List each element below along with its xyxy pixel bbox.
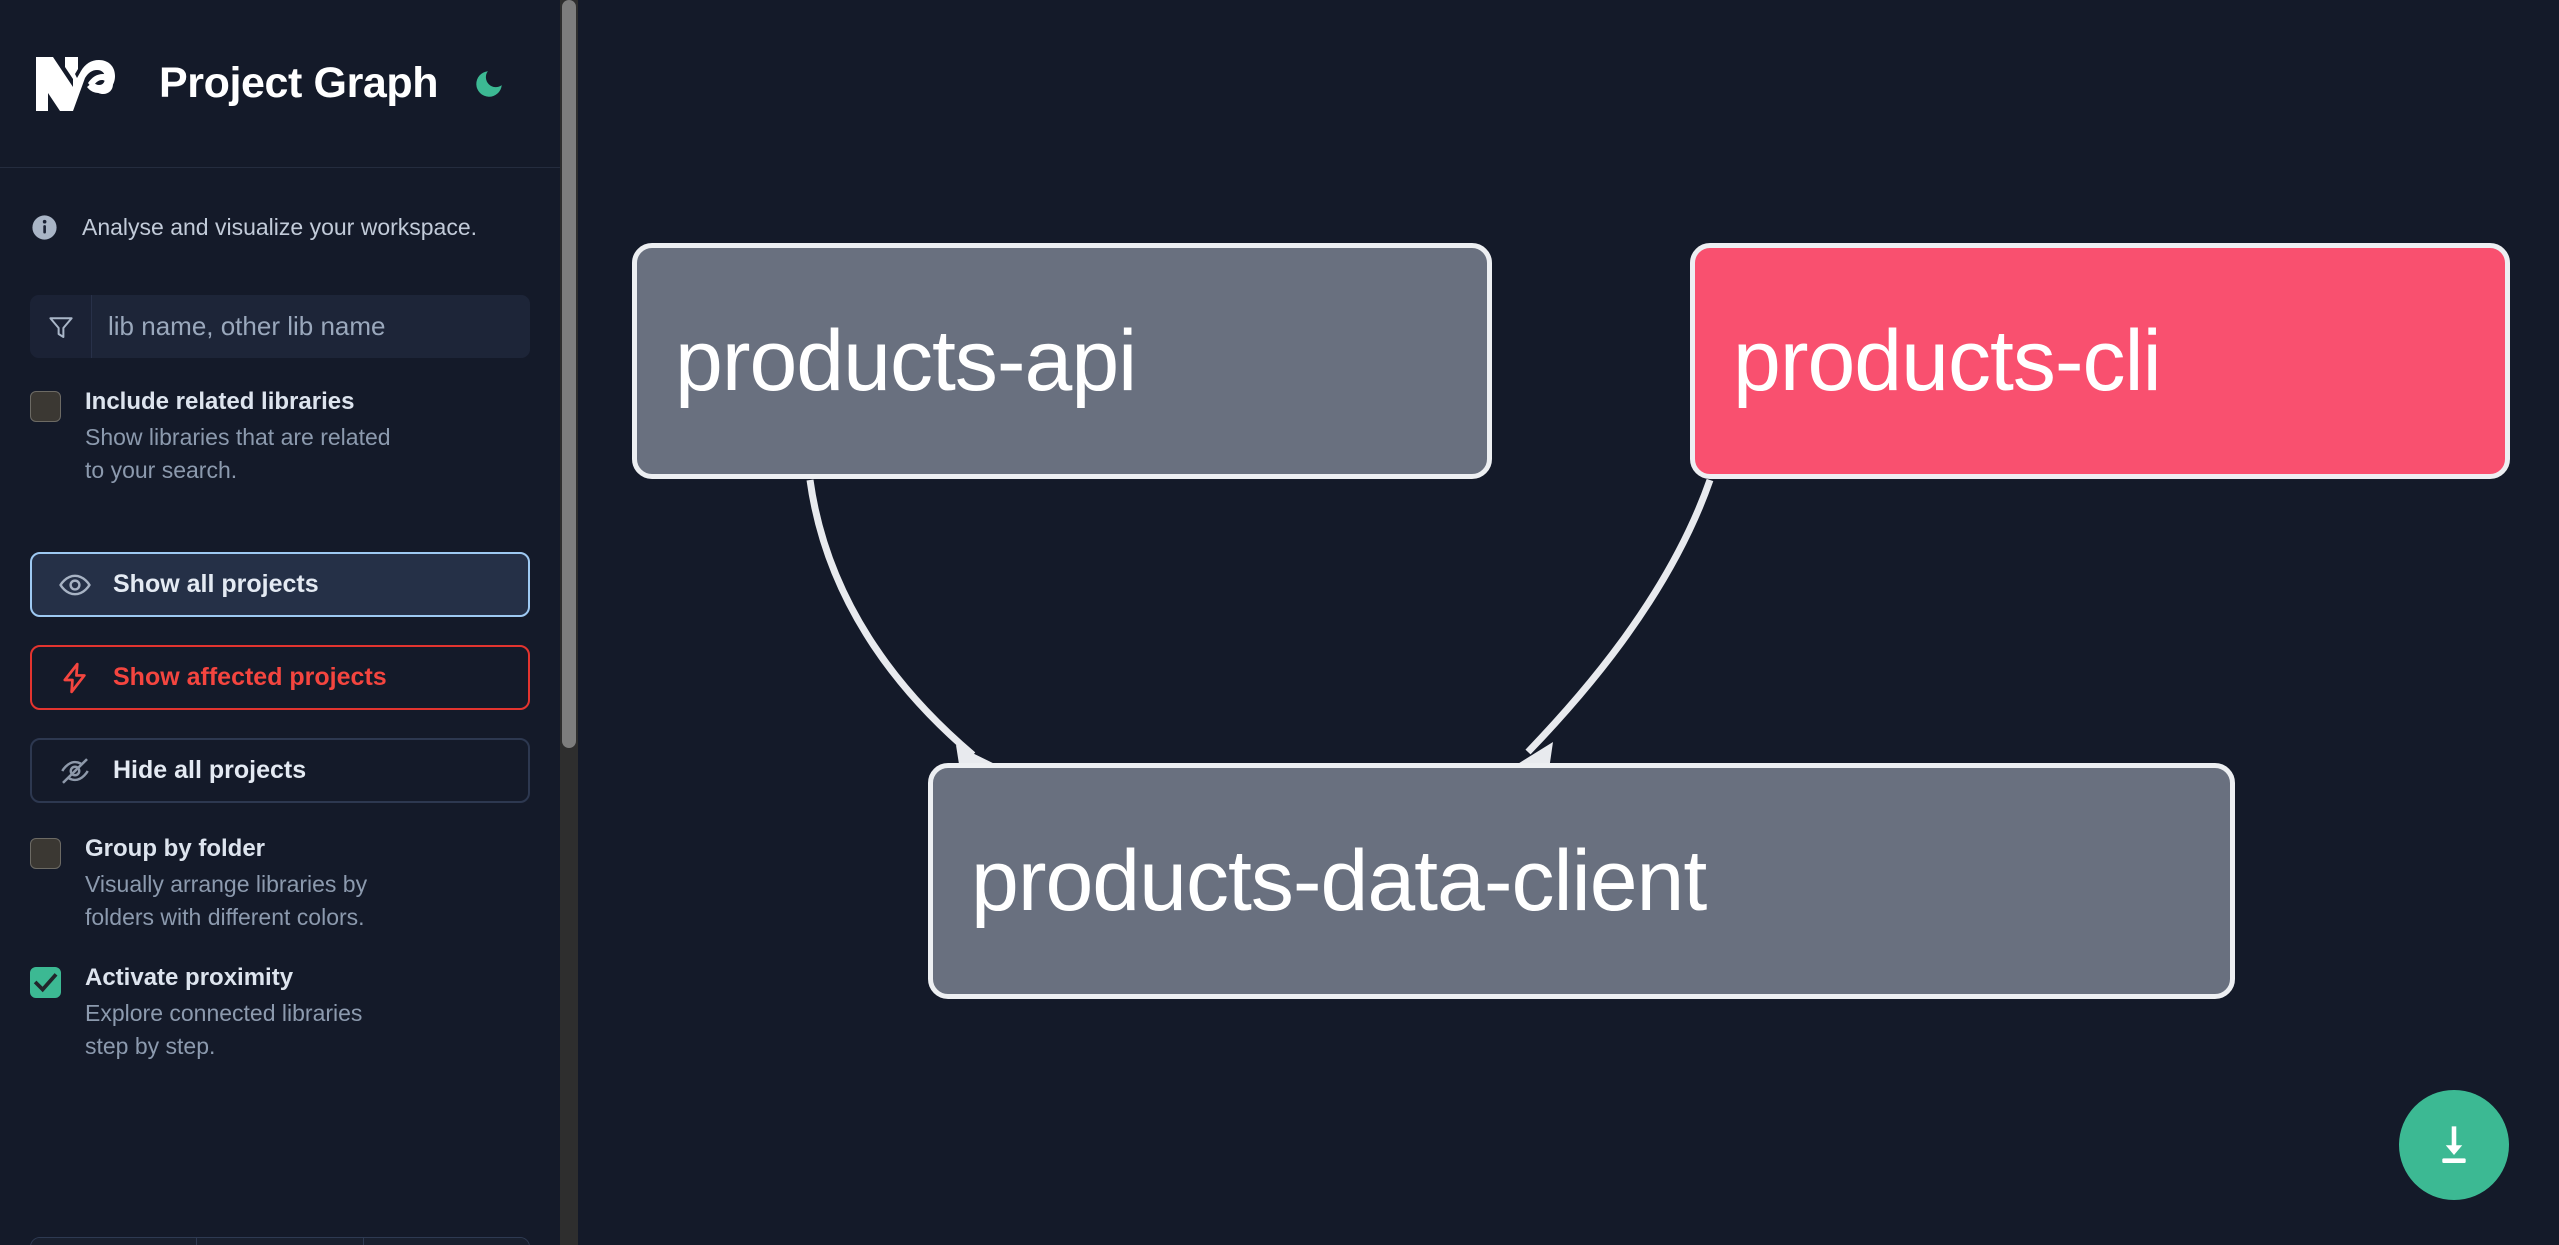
- hide-all-projects-button[interactable]: Hide all projects: [30, 738, 530, 803]
- sidebar: Project Graph Analyse and visualize your…: [0, 0, 578, 1245]
- show-affected-projects-button[interactable]: Show affected projects: [30, 645, 530, 710]
- checkbox-row-activate-proximity[interactable]: Activate proximity Explore connected lib…: [0, 962, 560, 1063]
- nx-logo-icon: [36, 56, 115, 111]
- activate-proximity-description: Explore connected libraries step by step…: [85, 1000, 363, 1059]
- eye-icon: [58, 568, 96, 602]
- graph-edges: [806, 478, 1714, 790]
- group-by-folder-description: Visually arrange libraries by folders wi…: [85, 871, 368, 930]
- edge-products-cli-to-products-data-client: [1525, 478, 1714, 755]
- download-graph-button[interactable]: [2399, 1090, 2509, 1200]
- page-title: Project Graph: [159, 59, 439, 107]
- filter-bar: [30, 295, 530, 358]
- show-affected-projects-label: Show affected projects: [113, 663, 387, 691]
- proximity-step-option-2[interactable]: [197, 1238, 364, 1245]
- edge-products-api-to-products-data-client: [806, 479, 976, 758]
- activate-proximity-label: Activate proximity: [85, 964, 294, 991]
- sidebar-header: Project Graph: [0, 0, 560, 168]
- activate-proximity-checkbox[interactable]: [30, 967, 61, 998]
- include-related-libraries-description: Show libraries that are related to your …: [85, 424, 391, 483]
- graph-node-products-cli[interactable]: products-cli: [1690, 243, 2510, 479]
- graph-canvas[interactable]: products-api products-cli products-data-…: [578, 0, 2559, 1245]
- sidebar-scrollbar-track[interactable]: [560, 0, 578, 1245]
- checkbox-row-include-related-libraries[interactable]: Include related libraries Show libraries…: [0, 386, 560, 487]
- tagline-text: Analyse and visualize your workspace.: [82, 213, 478, 240]
- funnel-icon[interactable]: [30, 295, 92, 358]
- graph-node-products-api[interactable]: products-api: [632, 243, 1492, 479]
- proximity-step-button-group[interactable]: [30, 1237, 530, 1245]
- moon-icon[interactable]: [468, 63, 510, 105]
- show-all-projects-label: Show all projects: [113, 570, 319, 598]
- graph-node-products-data-client[interactable]: products-data-client: [928, 763, 2235, 999]
- include-related-libraries-label: Include related libraries: [85, 388, 355, 415]
- lightning-bolt-icon: [58, 661, 96, 695]
- graph-node-label: products-api: [675, 312, 1137, 409]
- group-by-folder-label: Group by folder: [85, 835, 265, 862]
- include-related-libraries-checkbox[interactable]: [30, 391, 61, 422]
- eye-off-icon: [58, 754, 96, 788]
- graph-node-label: products-cli: [1733, 312, 2162, 409]
- tagline: Analyse and visualize your workspace.: [0, 210, 560, 244]
- group-by-folder-checkbox[interactable]: [30, 838, 61, 869]
- sidebar-scrollbar-thumb[interactable]: [562, 0, 576, 748]
- download-icon: [2442, 1126, 2466, 1163]
- proximity-step-option-3[interactable]: [363, 1238, 529, 1245]
- graph-node-label: products-data-client: [971, 832, 1707, 929]
- checkbox-row-group-by-folder[interactable]: Group by folder Visually arrange librari…: [0, 833, 560, 934]
- hide-all-projects-label: Hide all projects: [113, 756, 307, 784]
- show-all-projects-button[interactable]: Show all projects: [30, 552, 530, 617]
- search-input[interactable]: [92, 295, 530, 358]
- info-icon: [32, 214, 57, 240]
- proximity-step-option-1[interactable]: [31, 1238, 198, 1245]
